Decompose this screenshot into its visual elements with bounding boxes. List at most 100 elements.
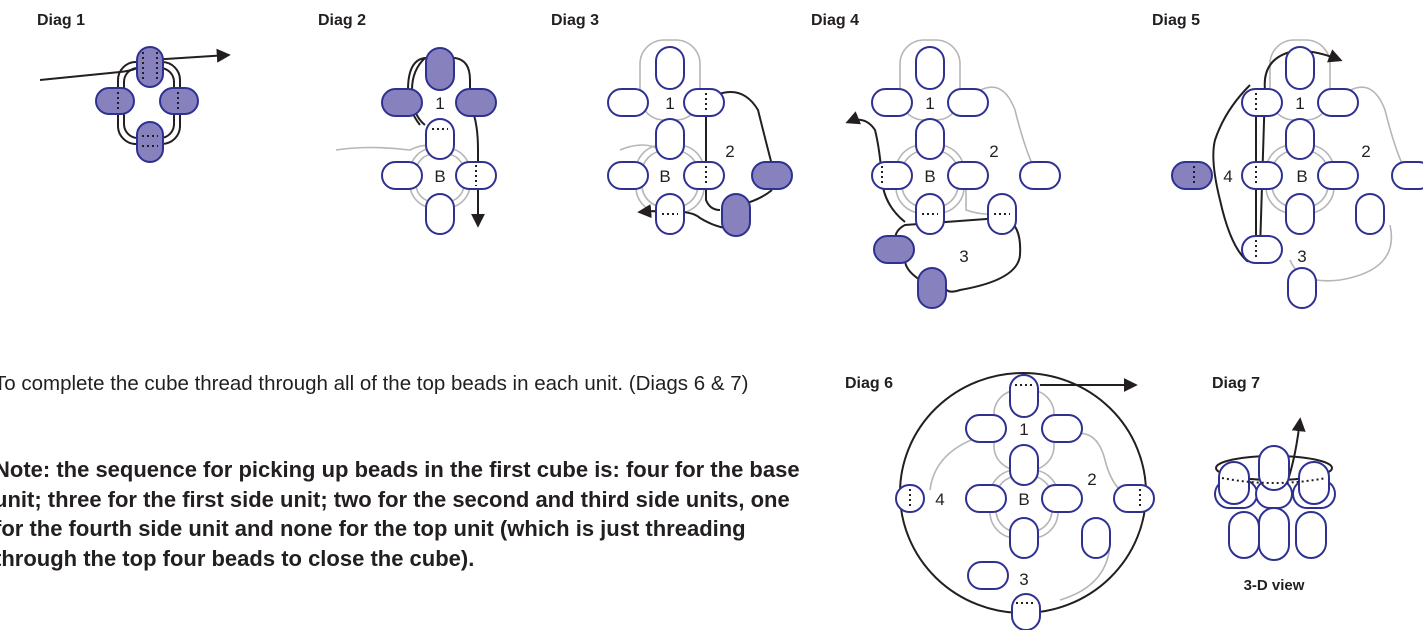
diagram-4: Diag 4 1 2 B 3 bbox=[811, 12, 1061, 309]
new-bead bbox=[721, 193, 751, 237]
bead bbox=[871, 161, 913, 190]
bead bbox=[1355, 193, 1385, 235]
unit-label: 1 bbox=[1295, 94, 1304, 113]
unit-label: 3 bbox=[1019, 570, 1028, 589]
bead bbox=[1298, 461, 1330, 505]
bead bbox=[947, 161, 989, 190]
bead bbox=[1019, 161, 1061, 190]
bead bbox=[1295, 511, 1327, 559]
bead bbox=[1041, 414, 1083, 443]
diagram-2: Diag 2 1 B bbox=[318, 12, 497, 235]
unit-label: B bbox=[659, 167, 670, 186]
bead bbox=[425, 193, 455, 235]
unit-label: B bbox=[924, 167, 935, 186]
new-bead bbox=[873, 235, 915, 264]
unit-label: 2 bbox=[1087, 470, 1096, 489]
bead bbox=[1285, 46, 1315, 90]
bead bbox=[965, 484, 1007, 513]
new-bead-bottom bbox=[136, 121, 164, 163]
bead bbox=[607, 161, 649, 190]
diagram-6-label: Diag 6 bbox=[845, 375, 893, 392]
bead bbox=[1241, 161, 1283, 190]
diagram-1: Diag 1 bbox=[37, 12, 231, 163]
unit-label: 2 bbox=[1361, 142, 1370, 161]
bead bbox=[1285, 193, 1315, 235]
bead bbox=[967, 561, 1009, 590]
diagram-6: Diag 6 1 2 B 3 4 bbox=[845, 372, 1155, 630]
bead bbox=[381, 161, 423, 190]
bead bbox=[1041, 484, 1083, 513]
bead bbox=[1258, 507, 1290, 561]
bead bbox=[1287, 267, 1317, 309]
bead bbox=[915, 193, 945, 235]
unit-label: 2 bbox=[725, 142, 734, 161]
bead bbox=[1317, 88, 1359, 117]
diagram-4-label: Diag 4 bbox=[811, 12, 859, 29]
thread-path bbox=[894, 217, 1001, 241]
new-bead-right bbox=[455, 88, 497, 117]
bead bbox=[683, 88, 725, 117]
unit-label: B bbox=[1018, 490, 1029, 509]
unit-label: B bbox=[1296, 167, 1307, 186]
bead bbox=[895, 484, 925, 513]
unit-label: 4 bbox=[1223, 167, 1232, 186]
unit-label: 2 bbox=[989, 142, 998, 161]
diagram-5: Diag 5 1 2 B 3 4 bbox=[1152, 12, 1423, 309]
bead bbox=[1317, 161, 1359, 190]
diagram-7: Diag 7 3-D view bbox=[1212, 375, 1336, 594]
unit-label: 1 bbox=[665, 94, 674, 113]
bead bbox=[1009, 444, 1039, 486]
diagram-3: Diag 3 1 2 B bbox=[551, 12, 793, 237]
bead bbox=[1009, 374, 1039, 418]
old-thread bbox=[1335, 86, 1406, 171]
unit-label: 1 bbox=[925, 94, 934, 113]
diagram-3-label: Diag 3 bbox=[551, 12, 599, 29]
bead bbox=[655, 118, 685, 160]
new-bead bbox=[917, 267, 947, 309]
bead bbox=[1011, 593, 1041, 630]
bead bbox=[1285, 118, 1315, 160]
thread-path bbox=[705, 91, 773, 166]
thread-path bbox=[944, 217, 1022, 293]
bead bbox=[683, 161, 725, 190]
unit-label: 4 bbox=[935, 490, 944, 509]
instruction-note-text: Note: the sequence for picking up beads … bbox=[0, 457, 800, 571]
bead bbox=[607, 88, 649, 117]
diagram-1-label: Diag 1 bbox=[37, 12, 85, 29]
thread-inside-bead bbox=[1221, 477, 1327, 484]
bead bbox=[965, 414, 1007, 443]
bead bbox=[655, 46, 685, 90]
bead bbox=[915, 46, 945, 90]
thread-path bbox=[904, 259, 921, 281]
bead bbox=[915, 118, 945, 160]
unit-label: 1 bbox=[435, 94, 444, 113]
old-thread bbox=[335, 144, 441, 153]
bead bbox=[1241, 88, 1283, 117]
new-bead bbox=[751, 161, 793, 190]
new-bead-right bbox=[159, 87, 199, 115]
bead bbox=[425, 118, 455, 160]
bead bbox=[871, 88, 913, 117]
new-bead-top bbox=[425, 47, 455, 91]
bead bbox=[1113, 484, 1155, 513]
bead bbox=[1241, 235, 1283, 264]
bead bbox=[1258, 445, 1290, 491]
diagram-5-label: Diag 5 bbox=[1152, 12, 1200, 29]
diagram-2-label: Diag 2 bbox=[318, 12, 366, 29]
unit-label: 3 bbox=[959, 247, 968, 266]
thread-path bbox=[705, 100, 721, 211]
instruction-step-text: To complete the cube thread through all … bbox=[0, 372, 749, 395]
unit-label: B bbox=[434, 167, 445, 186]
bead bbox=[1218, 461, 1250, 505]
new-bead-left bbox=[95, 87, 135, 115]
bead bbox=[1009, 517, 1039, 559]
diagram-7-label: Diag 7 bbox=[1212, 375, 1260, 392]
new-bead-top bbox=[136, 46, 164, 88]
view-caption: 3-D view bbox=[1244, 577, 1305, 594]
bead bbox=[1228, 511, 1260, 559]
bead bbox=[1081, 517, 1111, 559]
bead bbox=[1391, 161, 1423, 190]
new-bead bbox=[1171, 161, 1213, 190]
new-bead-left bbox=[381, 88, 423, 117]
